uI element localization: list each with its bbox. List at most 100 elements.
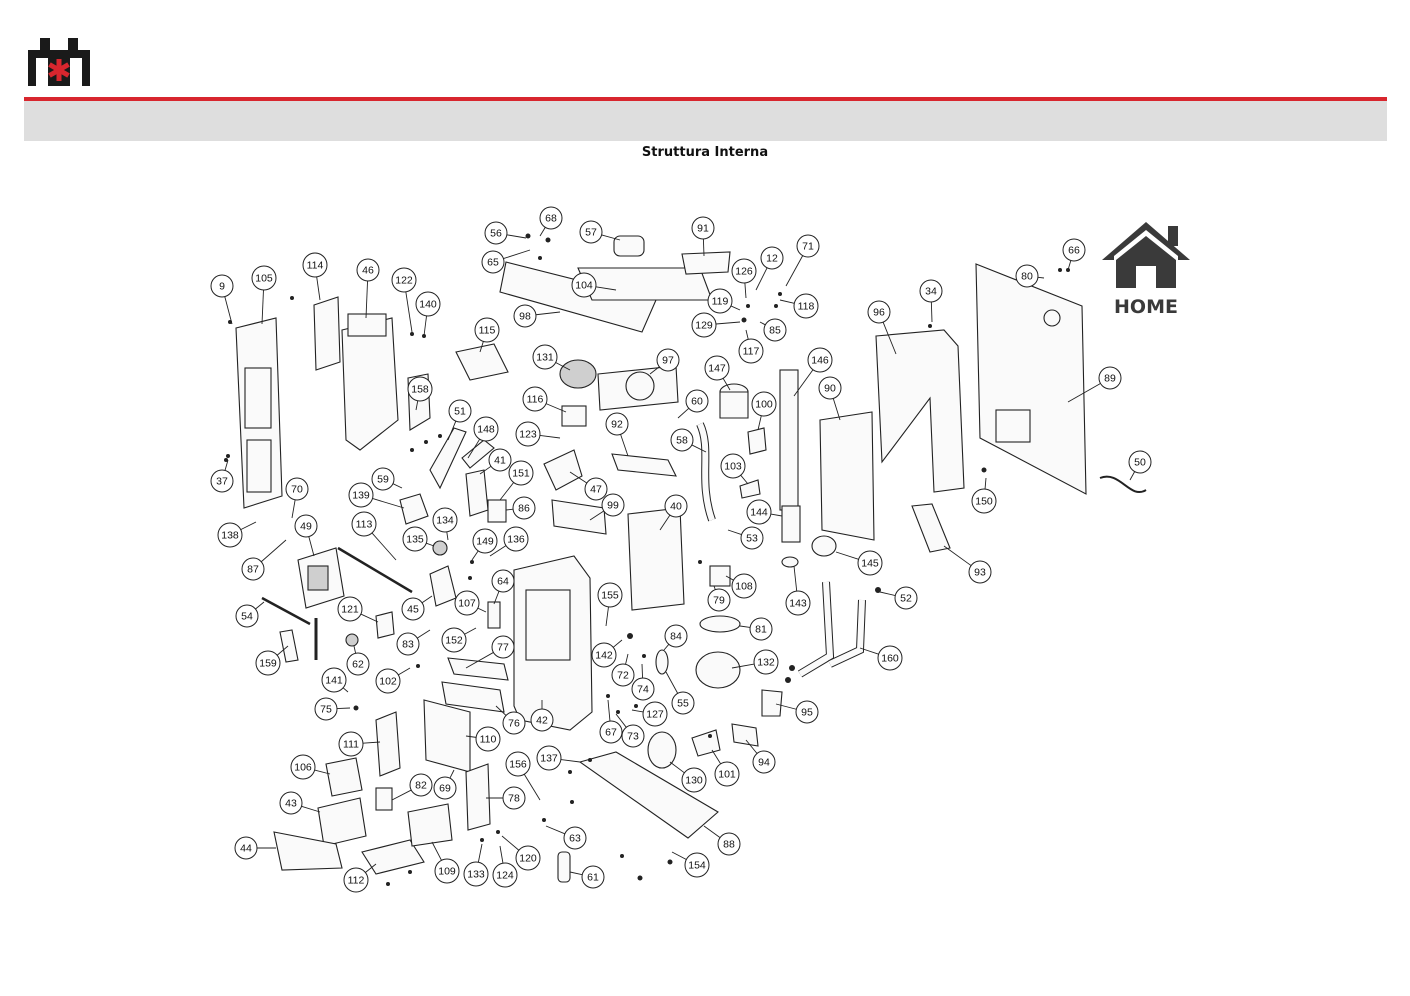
part-number-label: 73 [627, 731, 639, 743]
part-number-label: 77 [497, 642, 509, 654]
callout-42: 42 [530, 708, 554, 732]
part-number-label: 9 [219, 281, 225, 293]
part-number-label: 112 [348, 875, 365, 887]
part-number-label: 66 [1068, 245, 1080, 257]
callout-circle [472, 528, 498, 554]
callout-113: 113 [351, 511, 377, 537]
callout-83: 83 [396, 632, 420, 656]
callout-circle [302, 252, 328, 278]
callout-leader-77 [465, 652, 494, 669]
callout-leader-114 [316, 276, 321, 301]
part-number-label: 60 [691, 396, 703, 408]
callout-circle [402, 526, 428, 552]
part-number-label: 129 [695, 320, 713, 332]
part-number-label: 74 [637, 684, 649, 696]
callout-circle [234, 836, 258, 860]
callout-circle [356, 258, 380, 282]
callout-leader-110 [465, 735, 477, 738]
callout-148: 148 [473, 416, 499, 442]
callout-57: 57 [579, 220, 603, 244]
callout-leader-75 [336, 707, 351, 709]
callout-leader-61 [569, 871, 583, 876]
callout-circle [731, 258, 757, 284]
callout-117: 117 [738, 338, 764, 364]
callout-98: 98 [513, 304, 537, 328]
callout-leader-122 [405, 291, 413, 333]
part-number-label: 61 [587, 872, 599, 884]
part-number-label: 44 [240, 843, 252, 855]
callout-circle [433, 776, 457, 800]
callout-leader-74 [641, 663, 644, 679]
part-number-label: 143 [789, 598, 807, 610]
callout-leader-126 [744, 282, 747, 299]
callout-circle [785, 590, 811, 616]
callout-leader-68 [539, 227, 546, 237]
callout-leader-89 [1067, 383, 1101, 403]
callout-leader-63 [545, 825, 566, 835]
callout-146: 146 [807, 347, 833, 373]
callout-140: 140 [415, 291, 441, 317]
callout-circle [581, 865, 605, 889]
callout-circle [351, 511, 377, 537]
part-number-label: 160 [881, 653, 899, 665]
callout-64: 64 [491, 569, 515, 593]
callout-leader-140 [423, 315, 427, 337]
part-number-label: 75 [320, 704, 332, 716]
part-number-label: 123 [519, 429, 537, 441]
part-number-label: 56 [490, 228, 502, 240]
part-number-label: 117 [743, 346, 760, 358]
callout-circle [671, 691, 695, 715]
callout-160: 160 [877, 645, 903, 671]
callout-leader-113 [371, 532, 397, 561]
part-number-label: 50 [1134, 457, 1146, 469]
callout-leader-119 [730, 305, 741, 311]
callout-circle [601, 493, 625, 517]
callout-circle [235, 604, 259, 628]
callout-leader-155 [605, 606, 609, 627]
part-number-label: 131 [536, 352, 554, 364]
part-number-label: 92 [611, 419, 623, 431]
callout-circle [321, 667, 347, 693]
callout-89: 89 [1098, 366, 1122, 390]
callout-43: 43 [279, 791, 303, 815]
callout-87: 87 [241, 557, 265, 581]
callout-82: 82 [409, 773, 433, 797]
part-number-label: 100 [755, 399, 773, 411]
part-number-label: 101 [718, 769, 736, 781]
callout-leader-123 [539, 435, 561, 439]
callout-144: 144 [746, 499, 772, 525]
asterisk-icon [48, 59, 70, 81]
part-number-label: 12 [766, 253, 778, 265]
callout-circle [753, 649, 779, 675]
callout-104: 104 [571, 272, 597, 298]
callout-112: 112 [343, 867, 369, 893]
callout-circle [532, 344, 558, 370]
home-button[interactable]: HOME [1098, 216, 1194, 320]
callout-147: 147 [704, 355, 730, 381]
callout-circle [375, 668, 401, 694]
part-number-label: 114 [307, 260, 324, 272]
callout-159: 159 [255, 650, 281, 676]
callout-leader-97 [649, 366, 660, 375]
callout-circle [1128, 450, 1152, 474]
callout-circle [691, 312, 717, 338]
callout-circle [971, 488, 997, 514]
callout-leader-9 [224, 296, 233, 325]
callout-50: 50 [1128, 450, 1152, 474]
part-number-label: 62 [352, 659, 364, 671]
callout-leader-149 [471, 550, 479, 561]
callout-leader-53 [727, 529, 742, 535]
callout-leader-79 [713, 585, 716, 590]
callout-circle [346, 652, 370, 676]
callout-leader-37 [224, 459, 229, 471]
part-number-label: 124 [496, 870, 514, 882]
part-number-label: 86 [518, 503, 530, 515]
callout-circle [474, 317, 500, 343]
callout-45: 45 [401, 597, 425, 621]
callout-69: 69 [433, 776, 457, 800]
callout-68: 68 [539, 206, 563, 230]
callout-70: 70 [285, 477, 309, 501]
callout-leader-156 [523, 774, 541, 801]
callout-circle [738, 338, 764, 364]
